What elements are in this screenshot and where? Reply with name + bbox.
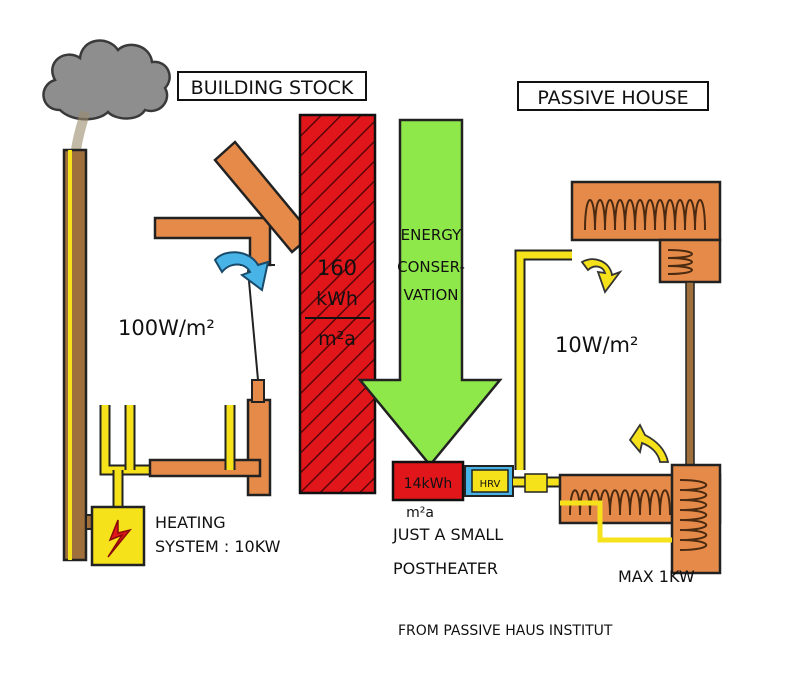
arrow-label-line3: VATION	[403, 286, 458, 304]
max-power: MAX 1kW	[618, 567, 695, 586]
chimney	[62, 148, 105, 562]
arrow-label-line2: CONSER-	[397, 258, 465, 276]
arrow-label-line1: ENERGY	[401, 226, 462, 244]
hrv-unit	[464, 465, 514, 497]
upper-heater-coil	[570, 180, 722, 284]
left-heating-pipes	[99, 405, 150, 510]
heating-system-box	[90, 505, 146, 567]
vertical-duct	[685, 281, 695, 468]
passive-box-value: 14kWh	[404, 476, 453, 492]
right-heat-load: 10W/m²	[555, 333, 638, 357]
stock-bar-unit-bottom: m²a	[318, 328, 356, 350]
stock-bar-value: 160	[317, 256, 357, 280]
postheater-line2: POSTHEATER	[393, 559, 498, 578]
yellow-airflow-arrow-lower-icon	[628, 423, 670, 463]
postheater-line1: JUST A SMALL	[392, 525, 503, 544]
passive-box-unit: m²a	[406, 505, 434, 521]
energy-conservation-arrow	[357, 118, 503, 467]
left-heat-load: 100W/m²	[118, 316, 215, 340]
right-title-box: PASSIVE HOUSE	[517, 81, 709, 111]
lower-heater-coil	[558, 463, 722, 575]
left-radiator	[148, 269, 272, 497]
left-title: BUILDING STOCK	[191, 77, 354, 99]
flame-icon	[107, 519, 133, 558]
smoke-cloud	[42, 39, 171, 151]
blue-airflow-arrow-icon	[213, 251, 270, 292]
stock-bar-unit-top: kWh	[316, 288, 358, 310]
postheater-box	[391, 460, 465, 502]
heating-system-line2: SYSTEM : 10kW	[155, 537, 281, 556]
heating-system-line1: HEATING	[155, 513, 226, 532]
right-title: PASSIVE HOUSE	[537, 87, 688, 109]
hrv-label: HRV	[480, 479, 501, 490]
right-supply-pipe	[513, 249, 572, 493]
yellow-airflow-arrow-upper-icon	[580, 258, 623, 294]
left-ducts	[153, 140, 314, 267]
building-stock-energy-bar	[298, 113, 377, 495]
credit: FROM PASSIVE HAUS INSTITUT	[398, 623, 613, 639]
left-title-box: BUILDING STOCK	[177, 71, 367, 101]
